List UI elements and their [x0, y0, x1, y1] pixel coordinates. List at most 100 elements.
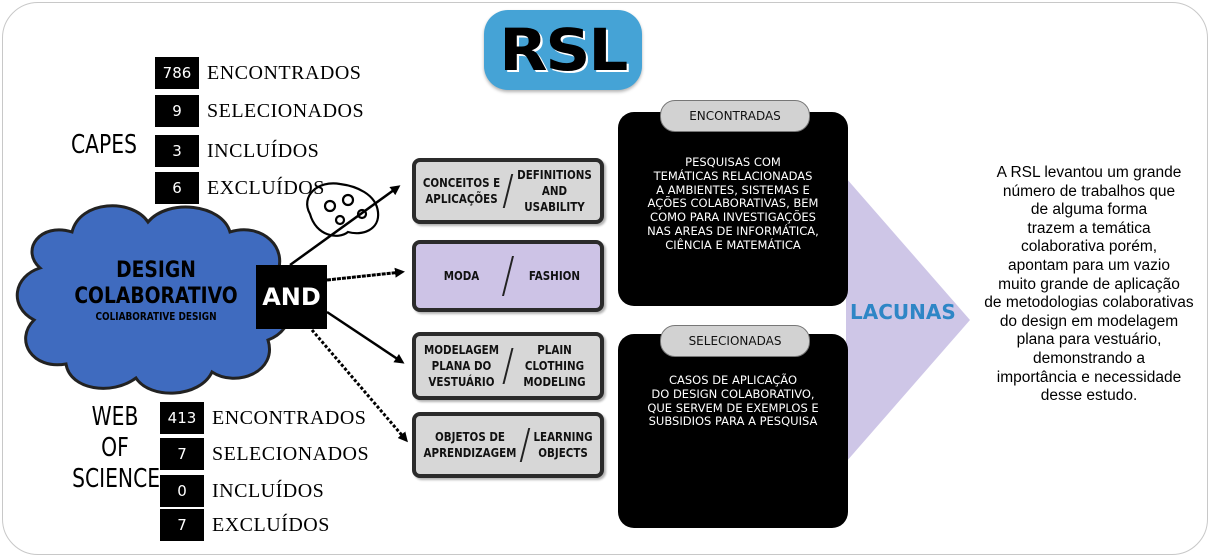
result-line: NAS AREAS DE INFORMÁTICA, [647, 223, 819, 238]
result-text-selecionadas: CASOS DE APLICAÇÃO DO DESIGN COLABORATIV… [626, 373, 840, 429]
topic-pt-line: VESTUÁRIO [428, 375, 495, 390]
wos-stat-included: 0 INCLUÍDOS [160, 475, 324, 507]
topic-divider [502, 348, 514, 384]
conclusion-line: importância e necessidade [996, 368, 1182, 386]
topic-objetos-aprendizagem: OBJETOS DE APRENDIZAGEM LEARNING OBJECTS [412, 412, 604, 478]
conclusion-line: A RSL levantou um grande [996, 164, 1182, 181]
conclusion-line: de alguma forma [1030, 201, 1148, 219]
arrow-to-modelagem [326, 310, 405, 364]
rsl-title-badge: RSL [484, 10, 642, 90]
result-line: DO DESIGN COLABORATIVO, [651, 386, 815, 401]
wos-label-line: OF [101, 433, 129, 464]
conclusion-line: apontam para um vazio [1008, 256, 1170, 274]
result-line: SUBSIDIOS PARA A PESQUISA [648, 414, 818, 429]
conclusion-text: A RSL levantou um grande número de traba… [974, 164, 1204, 406]
topic-pt-line: APLICAÇÕES [425, 192, 498, 206]
result-line: TEMÁTICAS RELACIONADAS [653, 168, 813, 183]
wos-stat-excluded: 7 EXCLUÍDOS [160, 509, 330, 541]
topic-en-line: AND USABILITY [524, 183, 585, 215]
topic-pt-line: CONCEITOS E [422, 175, 501, 190]
topic-divider [519, 428, 531, 462]
topic-pt-label: OBJETOS DE APRENDIZAGEM [424, 416, 517, 474]
result-line: A AMBIENTES, SISTEMAS E [656, 182, 810, 197]
topic-en-line: FASHION [528, 268, 581, 283]
result-line: AÇÕES COLABORATIVAS, BEM [647, 196, 819, 211]
capes-selected-count: 9 [155, 95, 199, 127]
conclusion-line: do design em modelagem [999, 312, 1179, 330]
topic-moda: MODA FASHION [412, 240, 604, 312]
wos-stat-selected: 7 SELECIONADOS [160, 438, 369, 470]
wos-included-count: 0 [160, 475, 204, 507]
result-line: CIÊNCIA E MATEMÁTICA [665, 237, 801, 252]
capes-included-label: INCLUÍDOS [207, 139, 320, 162]
capes-stat-included: 3 INCLUÍDOS [155, 135, 319, 167]
wos-selected-label: SELECIONADOS [212, 442, 370, 465]
wos-excluded-count: 7 [160, 509, 204, 541]
conclusion-line: plana para vestuário, [1016, 331, 1162, 349]
capes-stat-excluded: 6 EXCLUÍDOS [155, 172, 325, 204]
topic-pt-line: PLANA DO [431, 358, 492, 373]
result-line: COMO PARA INVESTIGAÇÕES [650, 210, 816, 225]
conclusion-line: trazem a temática [1027, 219, 1151, 237]
topic-pt-label: MODA [422, 244, 500, 308]
core-topic-line1: DESIGN [116, 258, 196, 283]
topic-pt-line: OBJETOS DE [434, 429, 505, 444]
capes-found-count: 786 [155, 57, 199, 89]
result-text-encontradas: PESQUISAS COM TEMÁTICAS RELACIONADAS A A… [626, 155, 840, 253]
conclusion-line: número de trabalhos que [1002, 182, 1176, 200]
topic-en-line: LEARNING [533, 429, 593, 444]
topic-en-label: FASHION [515, 244, 593, 308]
result-box-selecionadas [618, 334, 848, 528]
arrow-to-objetos [310, 329, 408, 443]
wos-found-label: ENCONTRADOS [212, 406, 367, 429]
core-topic-label: DESIGN COLABORATIVO COLIABORATIVE DESIGN [58, 258, 254, 323]
wos-excluded-label: EXCLUÍDOS [212, 513, 330, 536]
capes-stat-selected: 9 SELECIONADOS [155, 95, 364, 127]
topic-en-line: PLAIN CLOTHING [524, 342, 585, 373]
capes-label: CAPES [71, 130, 137, 160]
topic-en-label: PLAIN CLOTHING MODELING [515, 336, 593, 396]
conclusion-line: desse estudo. [1040, 387, 1138, 405]
conclusion-line: demonstrando a [1032, 349, 1146, 367]
wos-label-line: SCIENCE [72, 464, 161, 495]
core-topic-line2: COLABORATIVO [74, 284, 238, 310]
result-line: QUE SERVEM DE EXEMPLOS E [647, 400, 819, 415]
palette-doodle-icon [306, 182, 380, 237]
wos-label: WEB OF SCIENCE [72, 402, 161, 496]
wos-label-line: WEB [91, 402, 139, 432]
capes-included-count: 3 [155, 135, 199, 167]
wos-found-count: 413 [160, 402, 204, 434]
wos-stat-found: 413 ENCONTRADOS [160, 402, 366, 434]
capes-stat-found: 786 ENCONTRADOS [155, 57, 361, 89]
topic-pt-line: MODA [443, 268, 480, 283]
capes-selected-label: SELECIONADOS [207, 99, 365, 122]
result-line: PESQUISAS COM [685, 155, 781, 169]
topic-divider [502, 174, 514, 208]
core-topic-subtitle: COLIABORATIVE DESIGN [95, 310, 217, 323]
topic-pt-line: APRENDIZAGEM [423, 446, 517, 460]
lacunas-label: LACUNAS [850, 300, 956, 324]
topic-en-line: DEFINITIONS [517, 167, 592, 182]
arrow-to-conceitos [289, 185, 401, 267]
conclusion-line: de metodologias colaborativas [984, 294, 1194, 312]
topic-divider [502, 256, 514, 296]
result-box-encontradas [618, 112, 848, 306]
conclusion-line: muito grande de aplicação [998, 275, 1180, 293]
conclusion-line: colaborativa porém, [1020, 238, 1158, 256]
arrow-to-moda [326, 267, 405, 282]
result-line: CASOS DE APLICAÇÃO [668, 373, 798, 387]
result-pill-selecionadas: SELECIONADAS [660, 325, 810, 357]
topic-en-line: OBJECTS [538, 446, 588, 460]
result-pill-encontradas: ENCONTRADAS [660, 100, 810, 132]
capes-excluded-count: 6 [155, 172, 199, 204]
capes-found-label: ENCONTRADOS [207, 61, 362, 84]
and-connector: AND [256, 265, 327, 329]
topic-en-line: MODELING [523, 375, 586, 390]
topic-en-label: LEARNING OBJECTS [531, 416, 595, 474]
